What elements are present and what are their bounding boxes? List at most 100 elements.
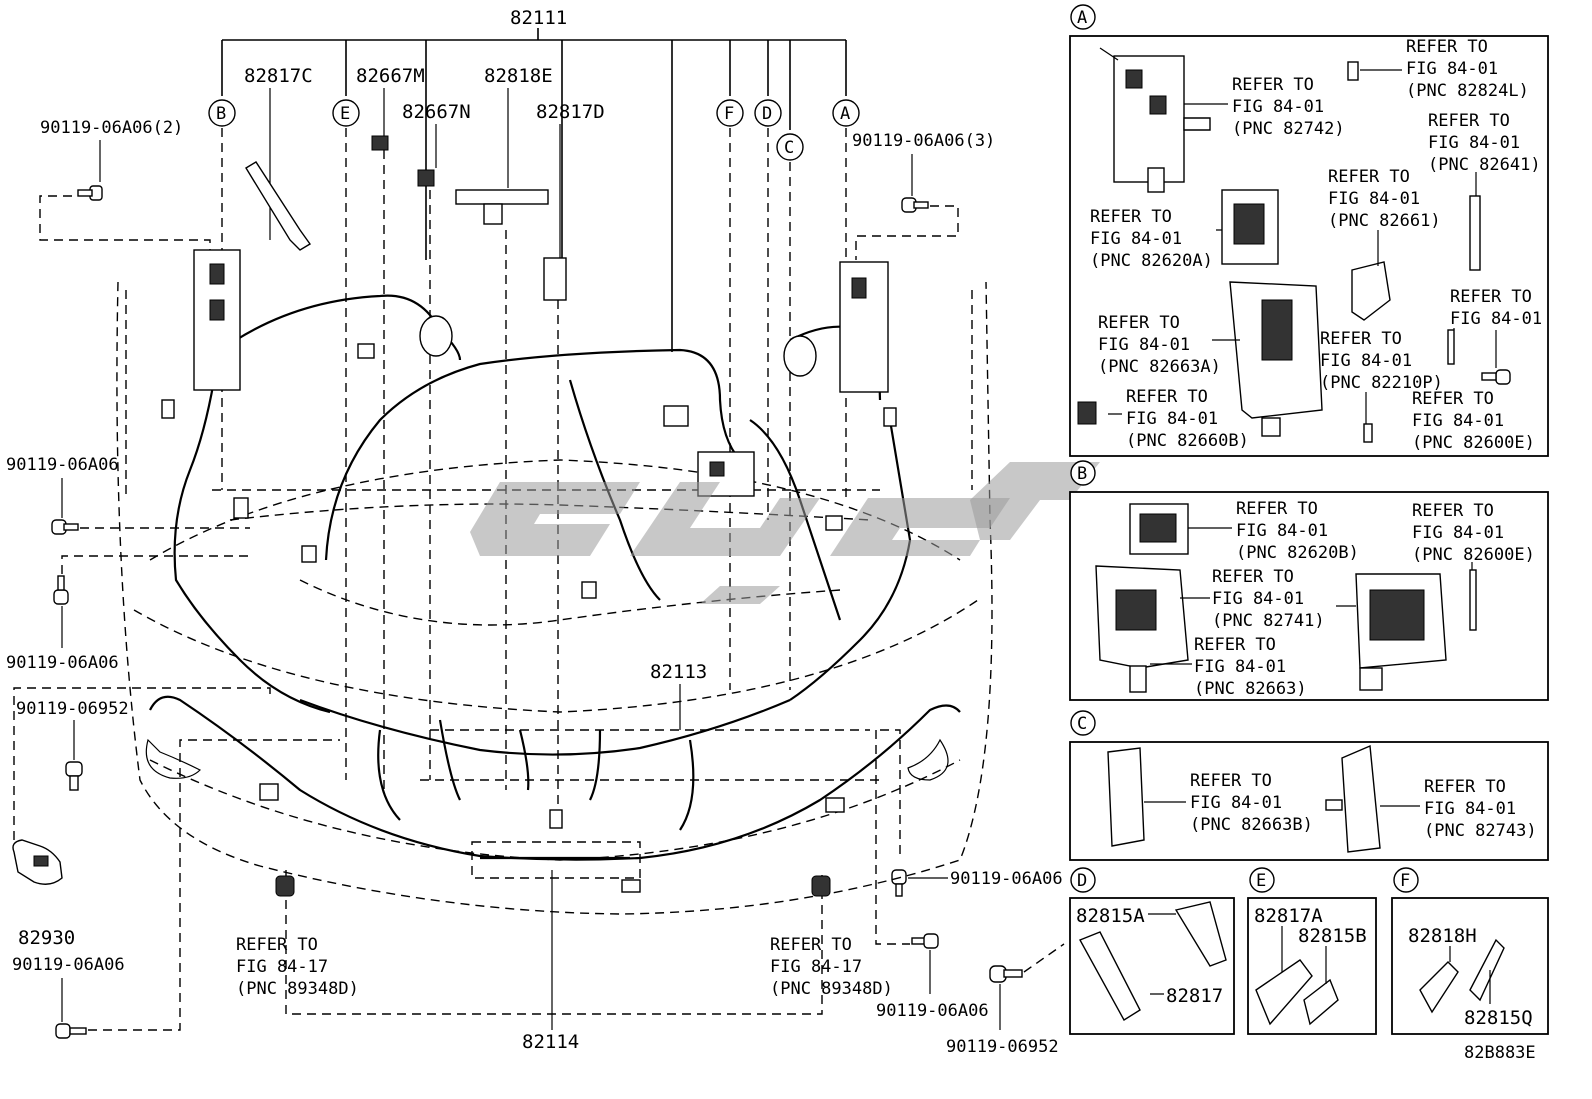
harness-center-branch xyxy=(568,379,661,601)
svg-text:REFER TO: REFER TO xyxy=(1428,111,1510,131)
bolt-icon xyxy=(911,933,939,949)
ref-82620A: REFER TO FIG 84-01 (PNC 82620A) xyxy=(1090,207,1213,271)
svg-text:F: F xyxy=(724,104,734,124)
bracket-82815A xyxy=(1174,901,1227,967)
svg-text:FIG 84-01: FIG 84-01 xyxy=(1090,229,1182,249)
bolt-label-90119-06A06-2: 90119-06A06(2) xyxy=(40,118,183,138)
grommet-right xyxy=(811,875,831,897)
svg-text:(PNC 82663A): (PNC 82663A) xyxy=(1098,357,1221,377)
svg-text:FIG 84-01: FIG 84-01 xyxy=(1412,523,1504,543)
ref-82824L: REFER TO FIG 84-01 (PNC 82824L) xyxy=(1406,37,1529,101)
diagram-code: 82B883E xyxy=(1464,1043,1536,1063)
relay-82620A xyxy=(1221,189,1279,265)
connector-small xyxy=(161,343,897,893)
part-label-82930: 82930 xyxy=(18,927,75,949)
vehicle-cowl-line xyxy=(149,459,961,561)
bracket-82817 xyxy=(1079,931,1141,1021)
part-label-82815Q: 82815Q xyxy=(1464,1007,1533,1029)
part-label-82818E: 82818E xyxy=(484,65,553,87)
svg-text:A: A xyxy=(840,104,850,124)
svg-text:REFER TO: REFER TO xyxy=(1190,771,1272,791)
svg-text:FIG 84-01: FIG 84-01 xyxy=(1450,309,1542,329)
svg-text:REFER TO: REFER TO xyxy=(1194,635,1276,655)
svg-text:(PNC 82620B): (PNC 82620B) xyxy=(1236,543,1359,563)
bolt-dash-8 xyxy=(875,730,910,945)
svg-text:(PNC 82742): (PNC 82742) xyxy=(1232,119,1345,139)
bolt-label-90119-06A06-right1: 90119-06A06 xyxy=(950,869,1063,889)
fuse-82210P xyxy=(1363,423,1373,443)
bracket-82661 xyxy=(1351,261,1391,321)
part-82818E-bracket xyxy=(455,189,549,225)
harness-left-side xyxy=(173,339,331,714)
relay-block-82742 xyxy=(1099,47,1211,193)
part-label-82111: 82111 xyxy=(510,7,567,29)
svg-text:FIG 84-01: FIG 84-01 xyxy=(1212,589,1304,609)
ref-82661: REFER TO FIG 84-01 (PNC 82661) xyxy=(1328,167,1441,231)
svg-text:(PNC 82661): (PNC 82661) xyxy=(1328,211,1441,231)
ref-fig-84-01: REFER TO FIG 84-01 xyxy=(1450,287,1542,329)
headlamp-left xyxy=(145,738,202,779)
bolt-label-90119-06A06-left3: 90119-06A06 xyxy=(12,955,125,975)
part-label-82818H: 82818H xyxy=(1408,925,1477,947)
svg-text:FIG 84-01: FIG 84-01 xyxy=(1328,189,1420,209)
svg-text:REFER TO: REFER TO xyxy=(1320,329,1402,349)
bracket-82815Q xyxy=(1469,938,1505,1002)
panel-e: E 82817A 82815B xyxy=(1247,867,1377,1035)
panel-b: B REFER TO FIG 84-01 (PNC 82620B) REFER … xyxy=(1069,460,1549,701)
refer-left-line3: (PNC 89348D) xyxy=(236,979,359,999)
svg-text:(PNC 82741): (PNC 82741) xyxy=(1212,611,1325,631)
svg-text:C: C xyxy=(784,138,794,158)
bolt-dash-6 xyxy=(855,205,959,260)
harness-front-cross xyxy=(299,698,791,756)
panel-b-label: B xyxy=(1077,464,1087,484)
svg-text:REFER TO: REFER TO xyxy=(1424,777,1506,797)
svg-text:(PNC 82824L): (PNC 82824L) xyxy=(1406,81,1529,101)
bolt-82660B xyxy=(1077,401,1097,425)
part-82817C-bracket xyxy=(245,161,312,251)
ref-82620B: REFER TO FIG 84-01 (PNC 82620B) xyxy=(1236,499,1359,563)
bolt-label-90119-06A06-left2: 90119-06A06 xyxy=(6,653,119,673)
panel-d: D 82815A 82817 xyxy=(1069,867,1235,1035)
svg-text:(PNC 82743): (PNC 82743) xyxy=(1424,821,1537,841)
svg-text:(PNC 82660B): (PNC 82660B) xyxy=(1126,431,1249,451)
part-label-82667M: 82667M xyxy=(356,65,425,87)
part-leaders-top xyxy=(269,88,561,258)
callout-e: E xyxy=(332,99,360,127)
cover-82743 xyxy=(1325,744,1381,853)
bolt-dash-7 xyxy=(880,729,901,860)
part-label-82817: 82817 xyxy=(1166,985,1223,1007)
svg-text:(PNC 82663B): (PNC 82663B) xyxy=(1190,815,1313,835)
bolt-label-90119-06952: 90119-06952 xyxy=(16,699,129,719)
svg-text:FIG 84-01: FIG 84-01 xyxy=(1232,97,1324,117)
svg-text:REFER TO: REFER TO xyxy=(1236,499,1318,519)
bolt-label-90119-06A06-right2: 90119-06A06 xyxy=(876,1001,989,1021)
svg-text:B: B xyxy=(216,104,226,124)
panel-c: C REFER TO FIG 84-01 (PNC 82663B) REFER … xyxy=(1069,710,1549,861)
ref-82210P: REFER TO FIG 84-01 (PNC 82210P) xyxy=(1320,329,1443,393)
harness-82113 xyxy=(149,695,961,861)
svg-text:FIG 84-01: FIG 84-01 xyxy=(1412,411,1504,431)
svg-text:REFER TO: REFER TO xyxy=(1406,37,1488,57)
svg-text:REFER TO: REFER TO xyxy=(1328,167,1410,187)
part-label-82817C: 82817C xyxy=(244,65,313,87)
part-label-82815A: 82815A xyxy=(1076,905,1145,927)
svg-text:(PNC 82663): (PNC 82663) xyxy=(1194,679,1307,699)
headlamp-right xyxy=(907,738,949,781)
ref-82663: REFER TO FIG 84-01 (PNC 82663) xyxy=(1194,635,1307,699)
refer-right-line2: FIG 84-17 xyxy=(770,957,862,977)
vehicle-side-lines xyxy=(125,290,973,500)
ref-82600E: REFER TO FIG 84-01 (PNC 82600E) xyxy=(1412,389,1535,453)
relay-82620B xyxy=(1129,503,1189,555)
refer-right-line3: (PNC 89348D) xyxy=(770,979,893,999)
vehicle-hood-line xyxy=(299,579,841,626)
relay-82663 xyxy=(1355,573,1447,691)
svg-text:D: D xyxy=(762,104,772,124)
vehicle-radiator-line xyxy=(420,729,880,781)
fuse-box-82663A xyxy=(1229,281,1323,437)
part-label-82667N: 82667N xyxy=(402,101,471,123)
refer-left-line2: FIG 84-17 xyxy=(236,957,328,977)
svg-text:REFER TO: REFER TO xyxy=(1090,207,1172,227)
part-82667N-clip xyxy=(417,169,435,187)
panel-a-label: A xyxy=(1077,8,1087,28)
svg-text:REFER TO: REFER TO xyxy=(1412,389,1494,409)
